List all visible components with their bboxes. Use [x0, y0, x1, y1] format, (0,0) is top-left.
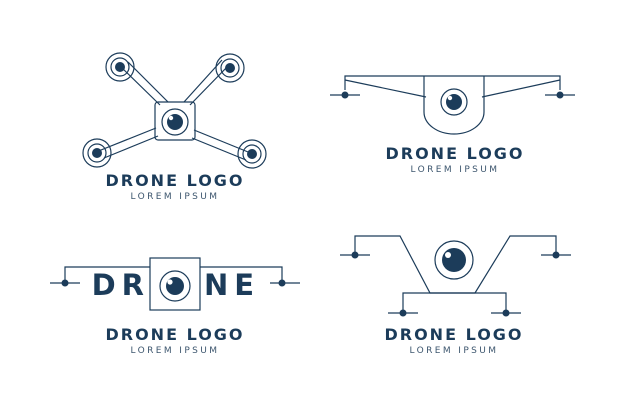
logo-subtitle: LOREM IPSUM: [130, 346, 220, 356]
logo-subtitle: LOREM IPSUM: [410, 165, 500, 175]
quadcopter-drone-icon: [82, 52, 267, 169]
logo-subtitle: LOREM IPSUM: [409, 346, 499, 356]
camera-drone-v-icon: [340, 235, 571, 314]
camera-drone-wing-icon: [330, 75, 575, 135]
wordmark-right: NE: [204, 268, 261, 302]
logo-title: DRONE LOGO: [384, 325, 524, 344]
logo-title: DRONE LOGO: [105, 325, 245, 344]
camera-lens-o-icon: [50, 257, 300, 311]
logo-subtitle: LOREM IPSUM: [130, 192, 220, 202]
logo-title: DRONE LOGO: [105, 171, 245, 190]
wordmark-left: DR: [91, 268, 150, 302]
logo-title: DRONE LOGO: [385, 144, 525, 163]
